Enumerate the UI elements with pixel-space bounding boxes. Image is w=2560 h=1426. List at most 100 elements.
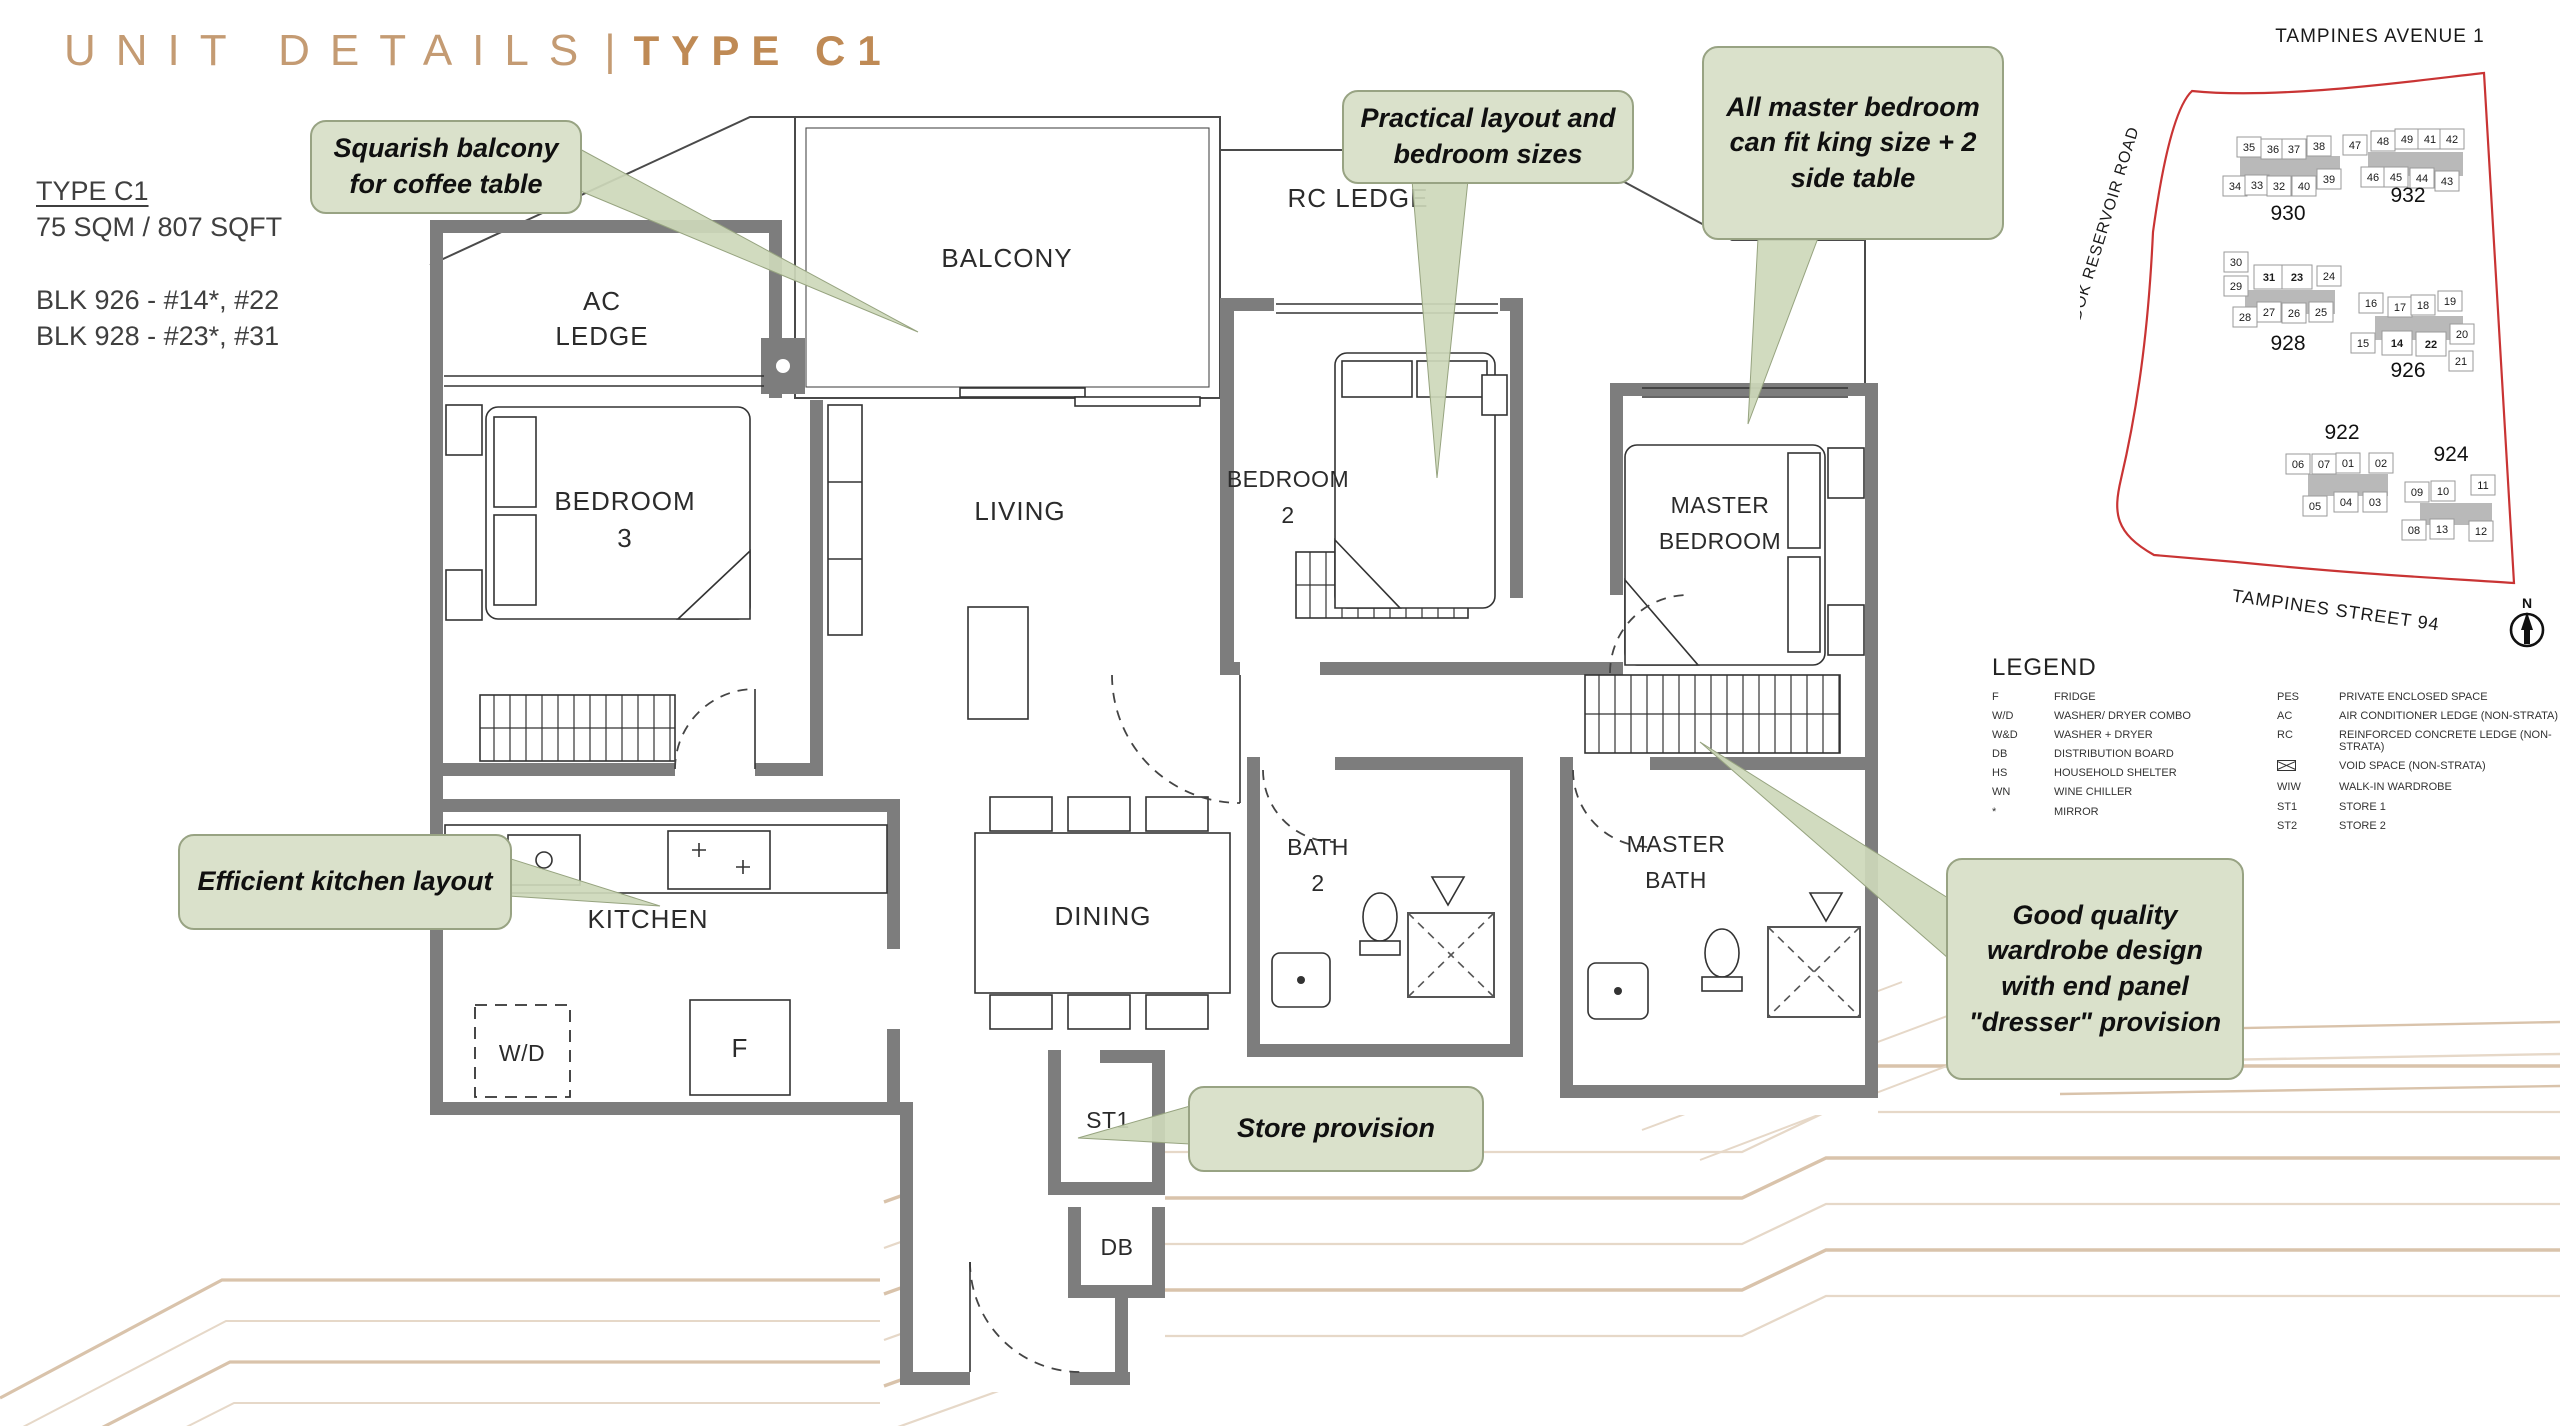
legend-title: LEGEND [1992,654,2097,681]
svg-text:22: 22 [2425,339,2437,351]
svg-text:48: 48 [2377,136,2389,148]
callout-balcony: Squarish balcony for coffee table [310,120,582,214]
compass-n-label: N [2522,595,2532,611]
map-block-label-928: 928 [2270,332,2305,355]
svg-text:19: 19 [2444,296,2456,308]
room-label-bedroom2-1: BEDROOM [1227,466,1349,492]
callout-master-text: All master bedroom can fit king size + 2… [1726,91,1980,193]
room-label-bath2-1: BATH [1287,834,1349,860]
north-compass-icon: N [2509,595,2545,648]
map-unit-44 [2409,167,2435,189]
callout-practical-text: Practical layout and bedroom sizes [1360,103,1616,169]
map-unit-21 [2448,350,2474,372]
room-label-st1: ST1 [1086,1107,1130,1133]
map-unit-38 [2306,135,2332,157]
room-label-dining: DINING [1055,901,1152,931]
map-unit-15 [2350,332,2376,354]
map-unit-25 [2308,301,2334,323]
map-unit-04 [2333,491,2359,513]
unit-area: 75 SQM / 807 SQFT [36,211,283,242]
unit-block-line: BLK 926 - #14*, #22 [36,285,280,316]
map-road-bottom: TAMPINES STREET 94 [2231,586,2441,635]
room-label-kitchen: KITCHEN [587,904,708,934]
svg-text:40: 40 [2298,181,2310,193]
svg-text:37: 37 [2288,144,2300,156]
map-unit-42 [2439,128,2465,150]
void-space-icon [2277,760,2296,772]
page-title: UNIT DETAILS|TYPE C1 [64,26,893,76]
map-unit-14 [2381,330,2413,356]
map-unit-05 [2302,495,2328,517]
callout-balcony-text: Squarish balcony for coffee table [333,133,559,199]
map-unit-40 [2291,175,2317,197]
map-unit-29 [2223,275,2249,297]
svg-text:44: 44 [2416,173,2428,185]
map-unit-27 [2256,301,2282,323]
map-block-label-924: 924 [2433,443,2468,466]
room-label-master-2: BEDROOM [1659,528,1781,554]
svg-text:25: 25 [2315,307,2327,319]
svg-text:03: 03 [2369,497,2381,509]
svg-text:41: 41 [2424,134,2436,146]
svg-text:02: 02 [2375,458,2387,470]
map-unit-23 [2281,264,2313,290]
map-unit-47 [2342,134,2368,156]
page-title-divider: | [604,26,616,75]
callout-wardrobe: Good quality wardrobe design with end pa… [1946,858,2244,1080]
map-unit-13 [2429,518,2455,540]
svg-text:39: 39 [2323,174,2335,186]
callout-practical: Practical layout and bedroom sizes [1342,90,1634,184]
svg-text:05: 05 [2309,501,2321,513]
svg-text:49: 49 [2401,134,2413,146]
room-label-fridge: F [732,1033,749,1063]
svg-text:34: 34 [2229,181,2241,193]
svg-text:31: 31 [2263,272,2275,284]
map-boundary [2116,71,2516,585]
map-unit-32 [2266,175,2292,197]
svg-text:08: 08 [2408,525,2420,537]
svg-text:26: 26 [2288,308,2300,320]
svg-text:46: 46 [2367,172,2379,184]
map-block-label-932: 932 [2390,184,2425,207]
svg-text:20: 20 [2456,329,2468,341]
callout-store-text: Store provision [1236,1113,1436,1144]
svg-text:04: 04 [2340,497,2352,509]
legend-row: *MIRROR [1992,805,2099,818]
room-label-rc-ledge: RC LEDGE [1288,183,1429,213]
svg-text:36: 36 [2267,144,2279,156]
svg-text:30: 30 [2230,257,2242,269]
map-unit-03 [2362,491,2388,513]
map-unit-22 [2415,331,2447,357]
svg-text:15: 15 [2357,338,2369,350]
svg-text:33: 33 [2251,180,2263,192]
room-label-bedroom3-2: 3 [617,523,632,553]
room-label-bedroom2-2: 2 [1281,502,1294,528]
map-unit-19 [2437,290,2463,312]
map-unit-11 [2470,474,2496,496]
svg-text:35: 35 [2243,142,2255,154]
room-label-ac2: LEDGE [555,321,648,351]
svg-text:13: 13 [2436,524,2448,536]
room-label-master-1: MASTER [1671,492,1770,518]
map-block-label-926: 926 [2390,359,2425,382]
map-title: TAMPINES AVENUE 1 [2275,26,2485,47]
unit-info: TYPE C1 75 SQM / 807 SQFT BLK 926 - #14*… [36,174,282,355]
unit-type: TYPE C1 [36,176,149,206]
map-unit-26 [2281,302,2307,324]
map-road-left: BEDOK RESERVOIR ROAD [2080,125,2143,345]
svg-text:14: 14 [2391,338,2404,350]
callout-kitchen: Efficient kitchen layout [178,834,512,930]
svg-text:45: 45 [2390,172,2402,184]
room-label-wd: W/D [499,1040,545,1066]
